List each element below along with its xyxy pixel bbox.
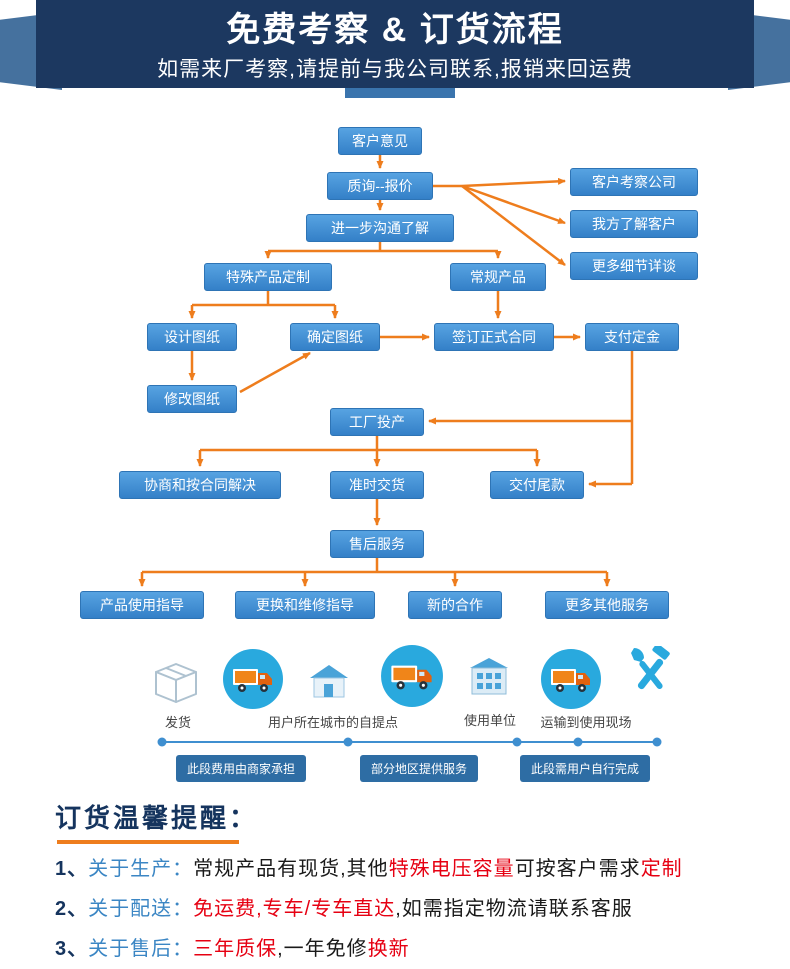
flow-node-repair-guidance: 更换和维修指导 xyxy=(235,591,375,619)
timeline-tag-user-complete: 此段需用户自行完成 xyxy=(520,755,651,782)
flow-node-customer-feedback: 客户意见 xyxy=(338,127,422,155)
use-unit-building-icon xyxy=(466,656,512,703)
flow-node-aftersales-service: 售后服务 xyxy=(330,530,424,558)
flow-node-custom-product: 特殊产品定制 xyxy=(204,263,332,291)
reminder-item-number: 1、 xyxy=(55,858,89,880)
flow-node-modify-drawing: 修改图纸 xyxy=(147,385,237,413)
flow-node-ontime-delivery: 准时交货 xyxy=(330,471,424,499)
reminder-text-segment: 定制 xyxy=(640,858,683,880)
reminder-item-aftersales: 3、关于售后：三年质保,一年免修换新 xyxy=(55,932,410,961)
reminder-item-number: 2、 xyxy=(55,898,89,920)
header: 免费考察 & 订货流程 如需来厂考察,请提前与我公司联系,报销来回运费 xyxy=(36,0,754,88)
reminder-item-label: 关于生产： xyxy=(88,858,194,880)
reminder-text-segment: 可按客户需求 xyxy=(514,858,641,880)
flow-node-usage-guidance: 产品使用指导 xyxy=(80,591,204,619)
reminder-item-label: 关于售后： xyxy=(88,938,194,960)
reminder-item-number: 3、 xyxy=(55,938,89,960)
flow-node-negotiate-resolve: 协商和按合同解决 xyxy=(119,471,281,499)
label-transport-site: 运输到使用现场 xyxy=(540,715,632,730)
header-tab-shape xyxy=(345,88,455,98)
page-title: 免费考察 & 订货流程 xyxy=(226,11,564,49)
flow-node-pay-balance: 交付尾款 xyxy=(490,471,584,499)
reminder-text-segment: ,一年免修 xyxy=(277,938,368,960)
flow-node-design-drawing: 设计图纸 xyxy=(147,323,237,351)
label-use-unit: 使用单位 xyxy=(463,713,516,728)
flow-node-factory-production: 工厂投产 xyxy=(330,408,424,436)
pickup-house-icon xyxy=(308,662,350,705)
tools-wrench-hammer-icon xyxy=(626,643,676,705)
reminder-item-label: 关于配送： xyxy=(88,898,194,920)
delivery-truck-icon xyxy=(540,648,602,715)
flow-node-pay-deposit: 支付定金 xyxy=(585,323,679,351)
flow-node-visit-company: 客户考察公司 xyxy=(570,168,698,196)
reminder-text-segment: 三年质保 xyxy=(193,938,278,960)
reminder-item-production: 1、关于生产：常规产品有现货,其他特殊电压容量可按客户需求定制 xyxy=(55,852,683,881)
package-box-icon xyxy=(148,654,204,715)
flow-node-further-communication: 进一步沟通了解 xyxy=(306,214,454,242)
reminder-text-segment: 免运费,专车/专车直达 xyxy=(193,898,396,920)
flow-node-know-customer: 我方了解客户 xyxy=(570,210,698,238)
label-pickup-point: 用户所在城市的自提点 xyxy=(267,715,398,730)
flow-node-more-details: 更多细节详谈 xyxy=(570,252,698,280)
flow-node-more-services: 更多其他服务 xyxy=(545,591,669,619)
reminder-text-segment: 特殊电压容量 xyxy=(388,858,515,880)
flow-node-inquiry-quote: 质询--报价 xyxy=(327,172,433,200)
delivery-truck-icon xyxy=(222,648,284,715)
delivery-truck-icon xyxy=(380,644,444,713)
flow-node-confirm-drawing: 确定图纸 xyxy=(290,323,380,351)
timeline-tag-merchant-cost: 此段费用由商家承担 xyxy=(176,755,307,782)
timeline-tag-partial-service: 部分地区提供服务 xyxy=(360,755,479,782)
reminder-item-delivery: 2、关于配送：免运费,专车/专车直达,如需指定物流请联系客服 xyxy=(55,892,633,921)
flow-node-new-cooperation: 新的合作 xyxy=(408,591,502,619)
reminder-title-underline xyxy=(57,840,239,844)
reminder-title: 订货温馨提醒： xyxy=(55,803,259,833)
flow-node-sign-contract: 签订正式合同 xyxy=(434,323,554,351)
reminder-text-segment: 换新 xyxy=(367,938,410,960)
page-subtitle: 如需来厂考察,请提前与我公司联系,报销来回运费 xyxy=(157,58,633,81)
reminder-text-segment: ,如需指定物流请联系客服 xyxy=(395,898,633,920)
reminder-text-segment: 常规产品有现货,其他 xyxy=(193,858,389,880)
label-ship: 发货 xyxy=(164,715,191,730)
flow-node-regular-product: 常规产品 xyxy=(450,263,546,291)
